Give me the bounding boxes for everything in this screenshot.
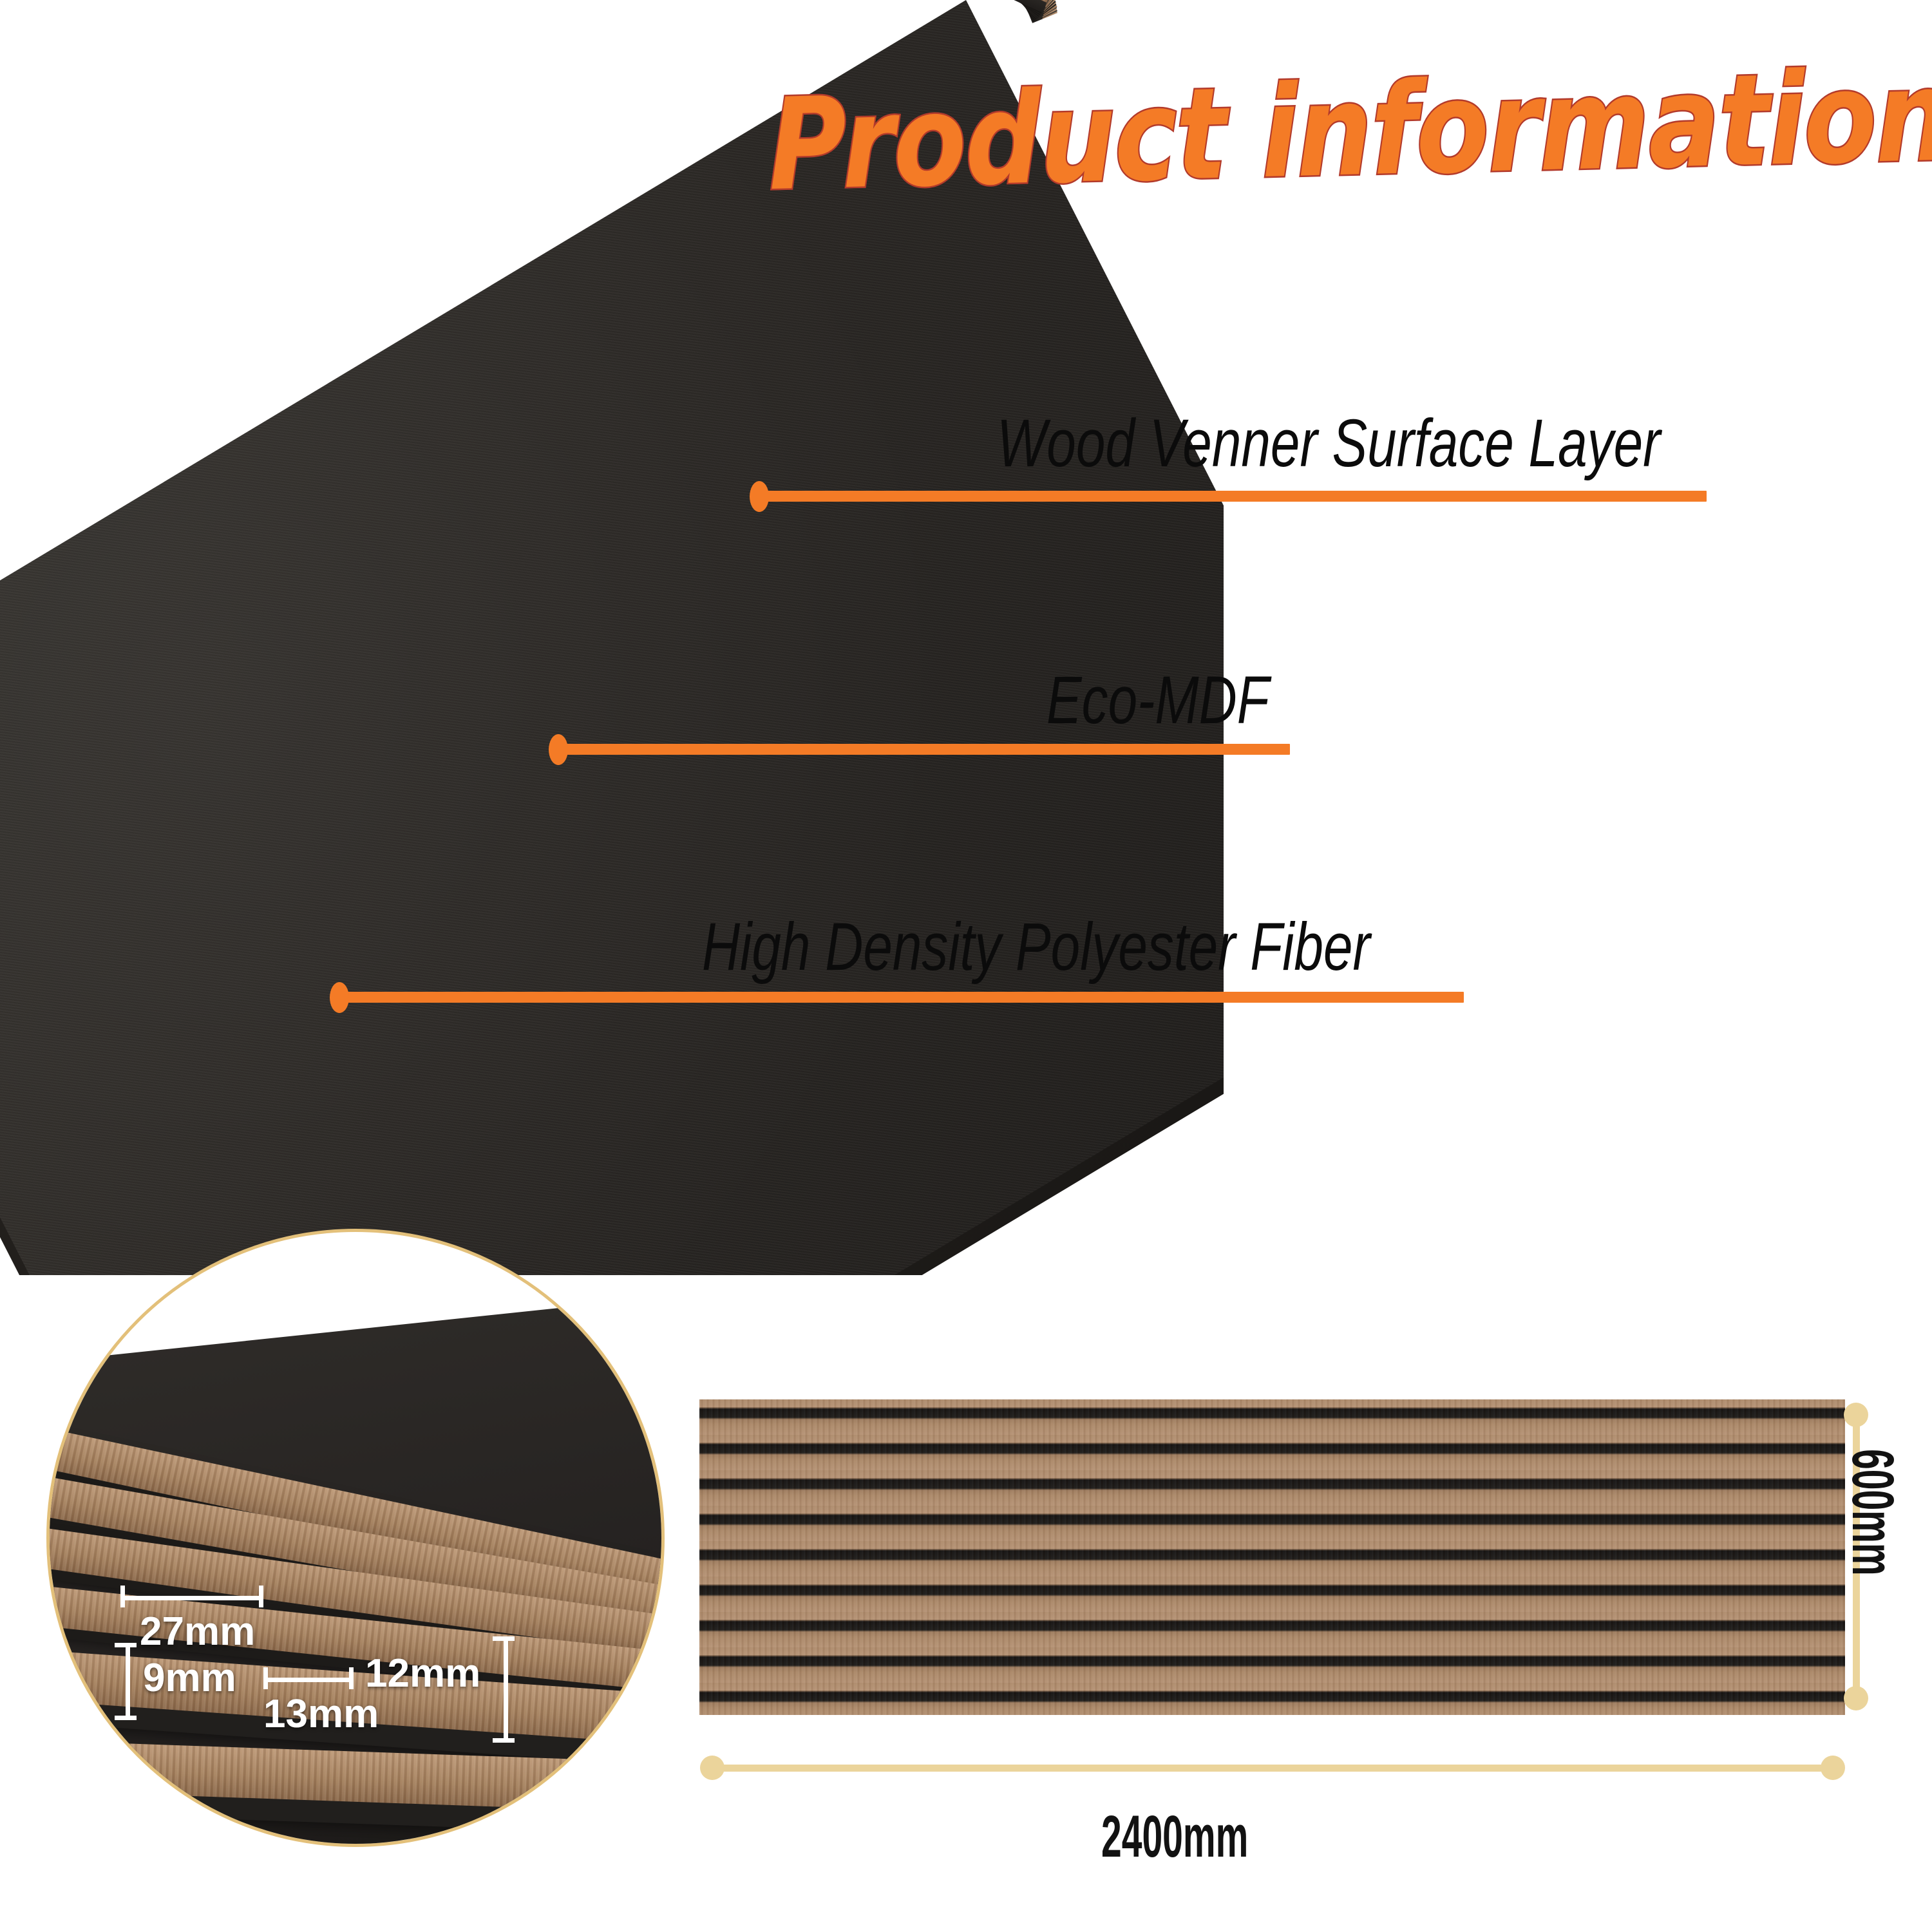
slat-edge: [258, 0, 1045, 19]
slat-face: [224, 0, 1056, 10]
dim-cap-13mm-left: [263, 1667, 268, 1689]
slat-edge: [300, 0, 1045, 19]
wood-slat: [258, 0, 1056, 19]
dim-text-27mm: 27mm: [140, 1609, 256, 1654]
slat-face: [265, 0, 1056, 11]
callout-line-wood-venner: [760, 491, 1707, 502]
panel-width-dot-left: [700, 1756, 724, 1780]
panel-width-dot-right: [1821, 1756, 1845, 1780]
wood-slat: [663, 0, 1058, 23]
slat-face: [578, 0, 1057, 18]
wood-slat: [616, 0, 1057, 23]
full-acoustic-panel: [699, 1399, 1845, 1715]
slat-face: [625, 0, 1057, 19]
panel-height-dot-top: [1844, 1403, 1868, 1427]
callout-label-polyester-fiber: High Density Polyester Fiber: [702, 909, 1370, 985]
callout-dot-wood-venner: [750, 481, 769, 512]
slat-face: [307, 0, 1056, 12]
dim-line-27mm: [120, 1596, 263, 1600]
panel-width-dimension-line: [712, 1765, 1833, 1772]
slat-face: [42, 0, 1054, 5]
dim-cap-9mm-bottom: [115, 1716, 137, 1720]
panel-height-dot-bottom: [1844, 1686, 1868, 1710]
dim-cap-13mm-right: [349, 1667, 354, 1689]
callout-dot-polyester-fiber: [330, 982, 349, 1013]
callout-line-eco-mdf: [559, 744, 1290, 755]
wood-slat: [300, 0, 1056, 19]
dim-cap-27mm-left: [120, 1586, 125, 1607]
panel-height-dimension-line: [1853, 1414, 1860, 1698]
dim-cap-27mm-right: [259, 1586, 263, 1607]
slat-face: [110, 0, 1054, 6]
slat-face: [75, 0, 1054, 6]
detail-slats-scene: [50, 1293, 661, 1844]
dim-line-9mm: [126, 1643, 130, 1720]
wood-slat: [70, 0, 1054, 15]
slat-edge: [104, 0, 1046, 15]
slat-face: [10, 0, 1054, 3]
slat-cross-section-detail: 27mm 9mm 13mm 12mm: [46, 1229, 665, 1847]
slat-face: [185, 0, 1055, 9]
slat-face: [532, 0, 1057, 17]
panel-width-label: 2400mm: [1101, 1804, 1249, 1870]
slat-edge: [218, 0, 1045, 18]
dim-line-13mm: [263, 1678, 354, 1682]
wood-slat: [569, 0, 1057, 23]
slat-edge: [178, 0, 1045, 17]
slat-face: [672, 0, 1058, 19]
slat-edge: [70, 0, 1046, 15]
panel-height-label: 600mm: [1840, 1449, 1906, 1576]
panel-grain-overlay: [699, 1399, 1845, 1715]
slat-edge: [37, 0, 1046, 14]
dim-cap-12mm-top: [493, 1636, 515, 1641]
slat-edge: [616, 0, 1043, 23]
dim-text-9mm: 9mm: [143, 1656, 236, 1700]
callout-label-eco-mdf: Eco-MDF: [1046, 663, 1269, 738]
page-title: Product information: [766, 41, 1932, 220]
wood-slat: [178, 0, 1055, 17]
wood-slat: [104, 0, 1054, 15]
wood-slat: [523, 0, 1057, 22]
dim-text-12mm: 12mm: [365, 1651, 481, 1696]
wood-slat: [6, 0, 1054, 13]
slat-face: [146, 0, 1055, 8]
callout-dot-eco-mdf: [549, 734, 568, 765]
dim-cap-9mm-top: [115, 1643, 137, 1647]
slat-edge: [663, 0, 1043, 23]
callout-label-wood-venner: Wood Venner Surface Layer: [997, 406, 1661, 481]
wood-slat: [37, 0, 1054, 14]
dim-line-12mm: [504, 1636, 508, 1743]
slat-edge: [140, 0, 1046, 16]
wood-slat: [218, 0, 1056, 18]
dim-cap-12mm-bottom: [493, 1738, 515, 1743]
wood-slat: [140, 0, 1055, 16]
callout-line-polyester-fiber: [340, 992, 1464, 1003]
slat-edge: [6, 0, 1047, 13]
dim-text-13mm: 13mm: [263, 1692, 379, 1736]
detail-slat: [50, 1734, 661, 1819]
